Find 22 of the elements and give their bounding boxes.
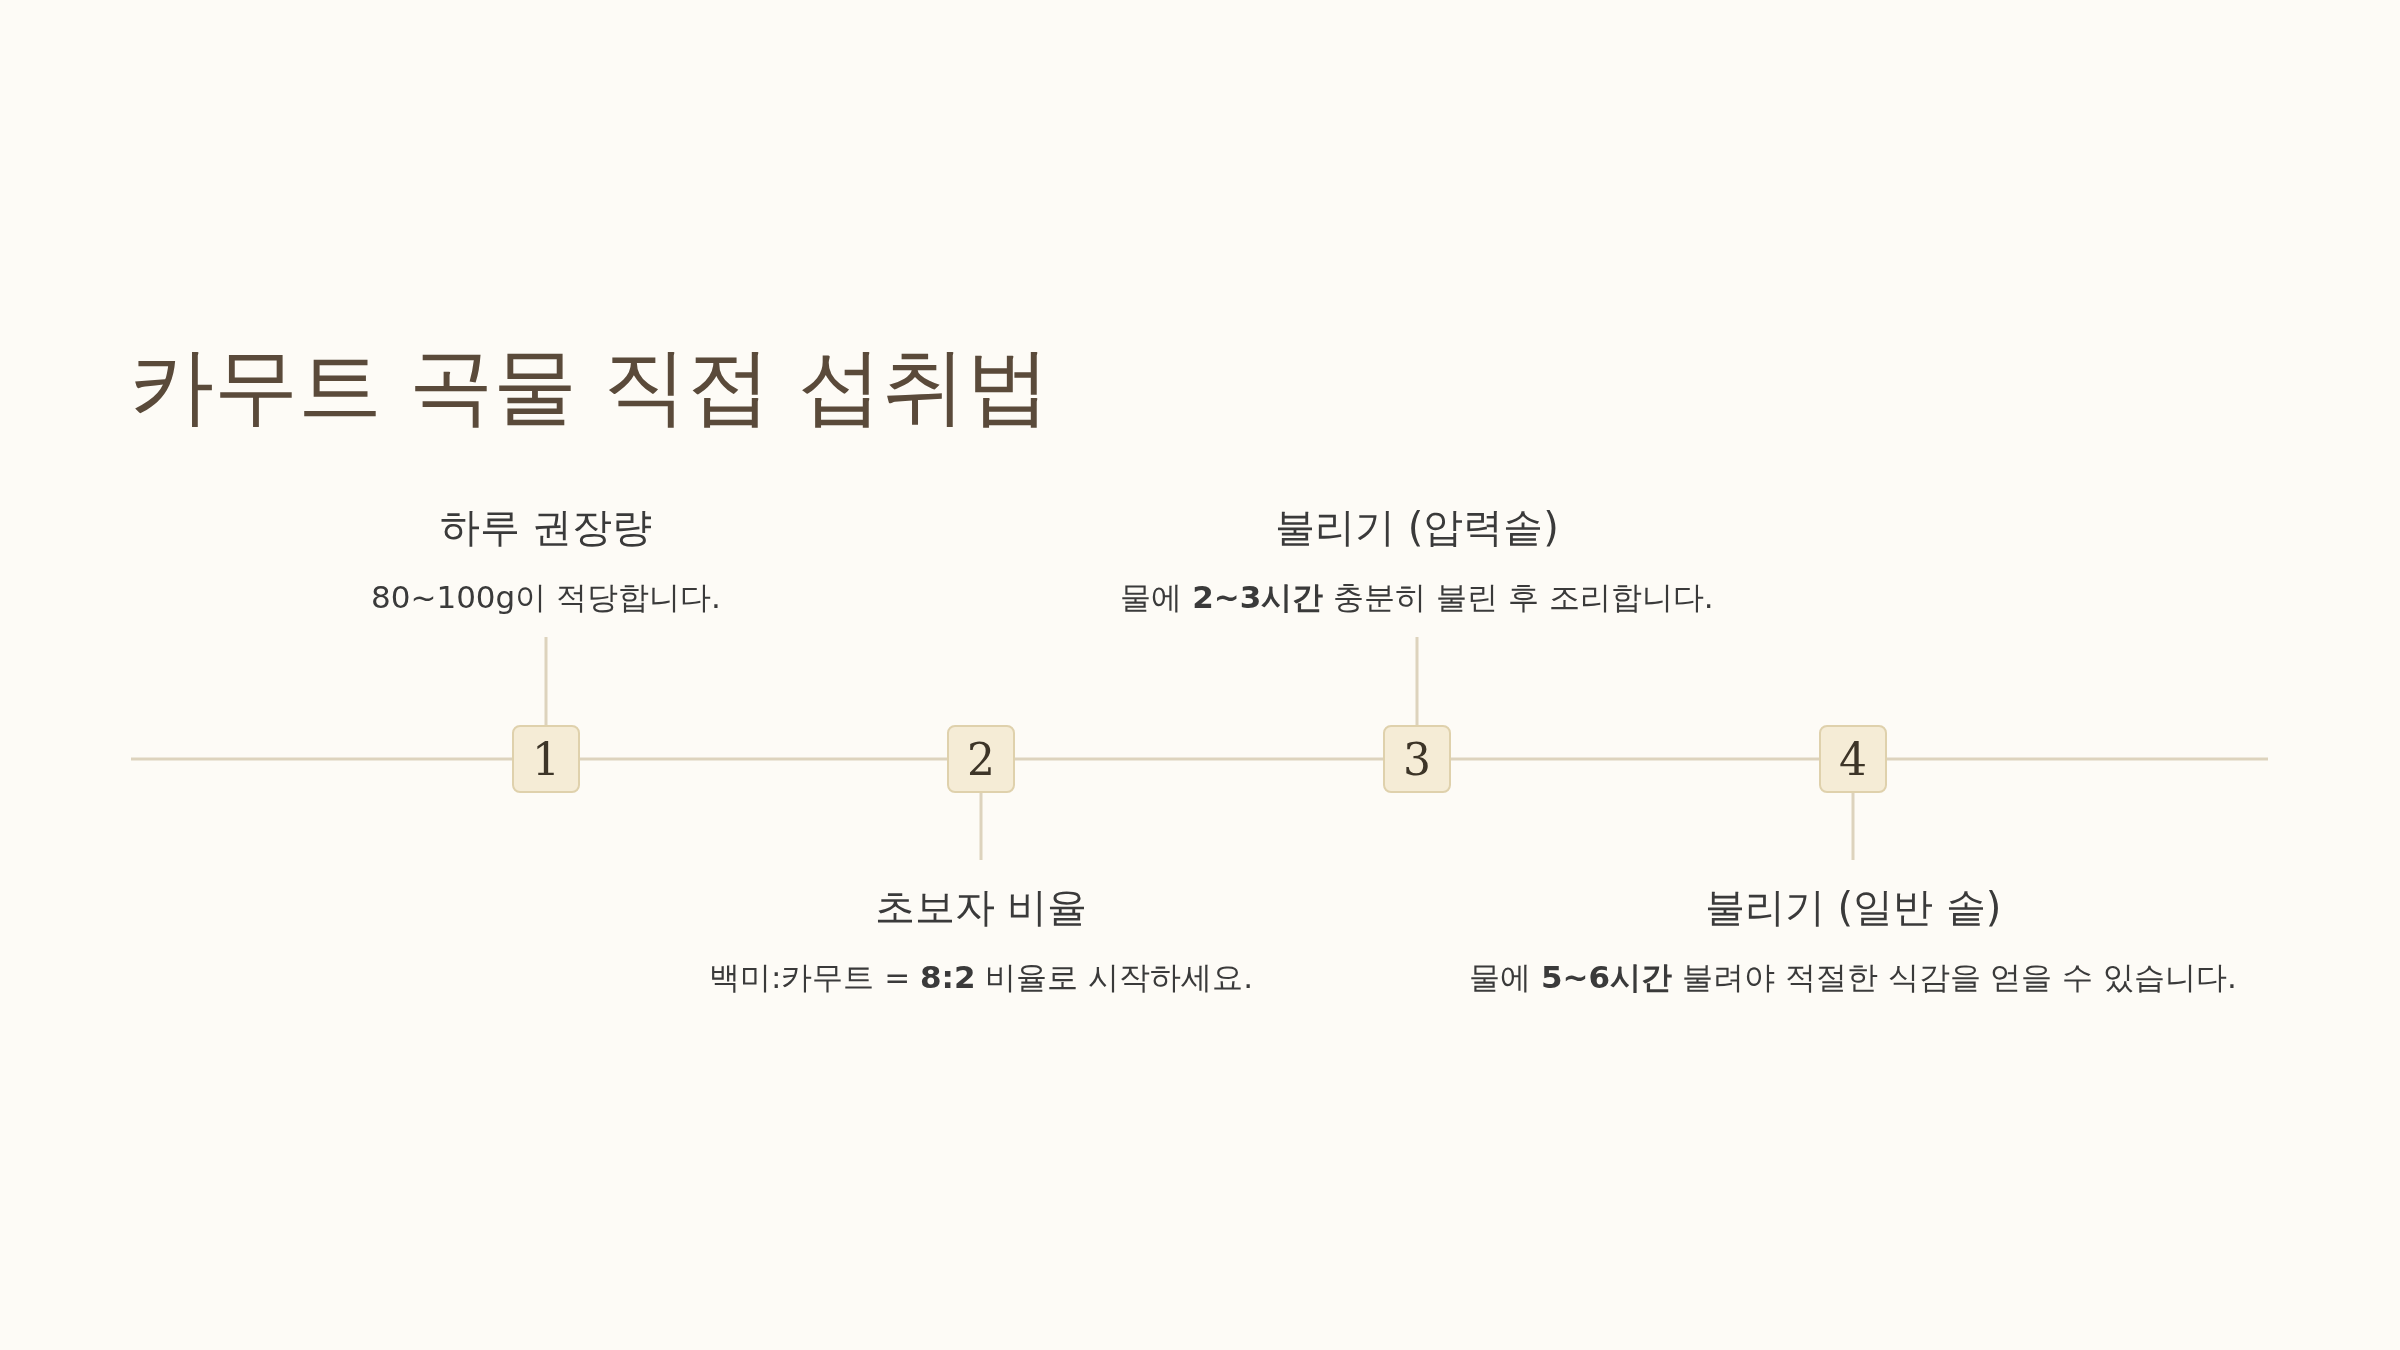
connector-line [544, 637, 548, 725]
step-description: 80~100g이 적당합니다. [371, 578, 721, 617]
step-number-box: 2 [947, 725, 1015, 793]
step-heading: 불리기 (압력솥) [1275, 503, 1559, 552]
step-description: 물에 5~6시간 불려야 적절한 식감을 얻을 수 있습니다. [1469, 958, 2237, 997]
timeline-line [1451, 757, 1819, 761]
step-number-box: 4 [1819, 725, 1887, 793]
connector-line [1851, 793, 1855, 860]
title: 카무트 곡물 직접 섭취법 [130, 336, 1051, 437]
step-heading: 불리기 (일반 솥) [1704, 883, 2002, 932]
step-heading: 초보자 비율 [874, 883, 1088, 932]
timeline-line [1887, 757, 2268, 761]
connector-line [979, 793, 983, 860]
connector-line [1415, 637, 1419, 725]
timeline-line [1015, 757, 1383, 761]
step-heading: 하루 권장량 [439, 503, 653, 552]
step-number-box: 1 [512, 725, 580, 793]
step-number-box: 3 [1383, 725, 1451, 793]
step-description: 백미:카무트 = 8:2 비율로 시작하세요. [708, 958, 1254, 997]
step-description: 물에 2~3시간 충분히 불린 후 조리합니다. [1120, 578, 1714, 617]
timeline-line [580, 757, 947, 761]
timeline-line [131, 757, 512, 761]
